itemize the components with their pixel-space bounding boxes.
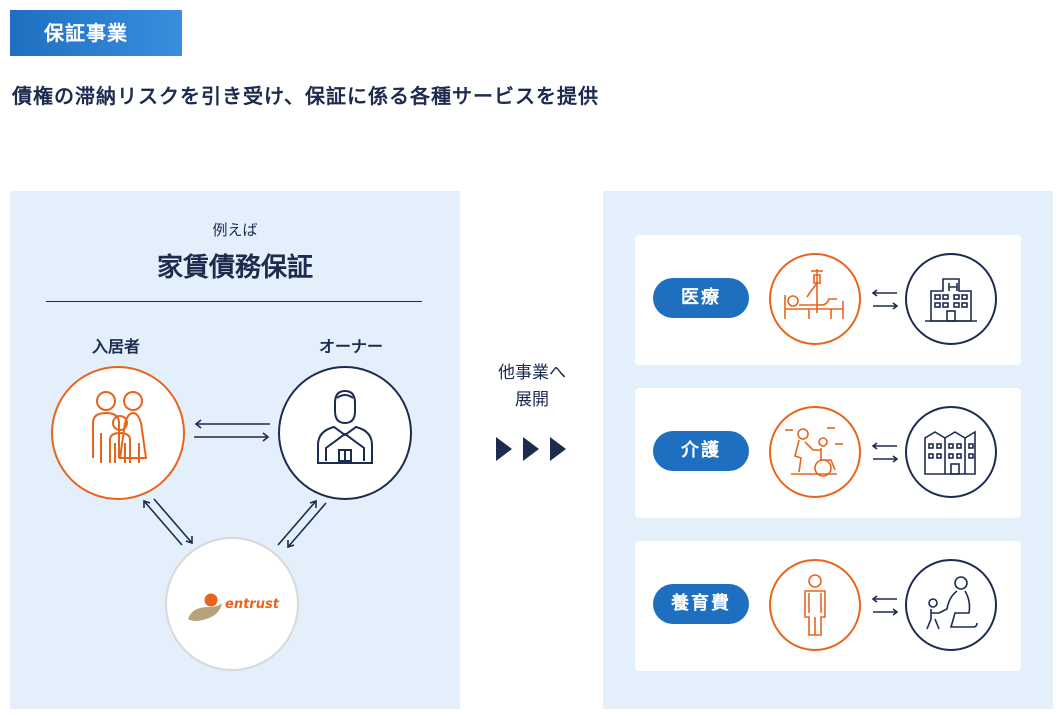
section-tag: 保証事業 (10, 10, 182, 56)
owner-circle (278, 366, 412, 500)
double-arrow-icon (871, 595, 899, 616)
panel-title: 家賃債務保証 (156, 253, 313, 283)
wheelchair-care-icon (785, 427, 843, 477)
hospital-bed-icon (784, 269, 844, 319)
medical-circle (769, 253, 861, 345)
title-divider (46, 301, 422, 302)
card-child-support: 養育費 (635, 541, 1021, 671)
nursing-care-circle (769, 406, 861, 498)
expansion-line-1: 他事業へ (498, 363, 566, 383)
double-arrow-icon (143, 498, 193, 546)
right-panel: 医療 (603, 191, 1053, 709)
parent-child-icon (926, 576, 978, 630)
child-support-pill: 養育費 (653, 584, 749, 624)
owner-label: オーナー (318, 337, 383, 356)
tenant-circle (51, 366, 185, 500)
family-icon (92, 391, 148, 463)
expansion-line-2: 展開 (515, 390, 549, 410)
child-support-circle (769, 559, 861, 651)
lead-text: 債権の滞納リスクを引き受け、保証に係る各種サービスを提供 (12, 84, 599, 108)
entrust-logo (188, 593, 222, 621)
standing-person-icon (804, 574, 826, 636)
hospital-building-icon (925, 278, 977, 322)
hospital-circle (905, 253, 997, 345)
example-label: 例えば (212, 221, 258, 239)
double-arrow-icon (871, 289, 899, 310)
triple-triangle-icon (496, 437, 566, 461)
left-panel: 例えば 家賃債務保証 入居者 オーナー (10, 191, 460, 709)
entrust-logo-text: entrust (225, 597, 279, 612)
entrust-circle: entrust (165, 537, 299, 671)
double-arrow-icon (194, 419, 270, 442)
tenant-label: 入居者 (91, 337, 140, 356)
card-medical: 医療 (635, 235, 1021, 365)
double-arrow-icon (277, 499, 327, 549)
care-facility-building-icon (924, 430, 976, 475)
owner-house-icon (317, 389, 373, 464)
nursing-care-pill: 介護 (653, 431, 749, 471)
care-facility-circle (905, 406, 997, 498)
double-arrow-icon (871, 442, 899, 463)
medical-pill: 医療 (653, 278, 749, 318)
expansion-text: 他事業へ 展開 (470, 360, 594, 414)
card-nursing-care: 介護 (635, 388, 1021, 518)
parent-child-circle (905, 559, 997, 651)
